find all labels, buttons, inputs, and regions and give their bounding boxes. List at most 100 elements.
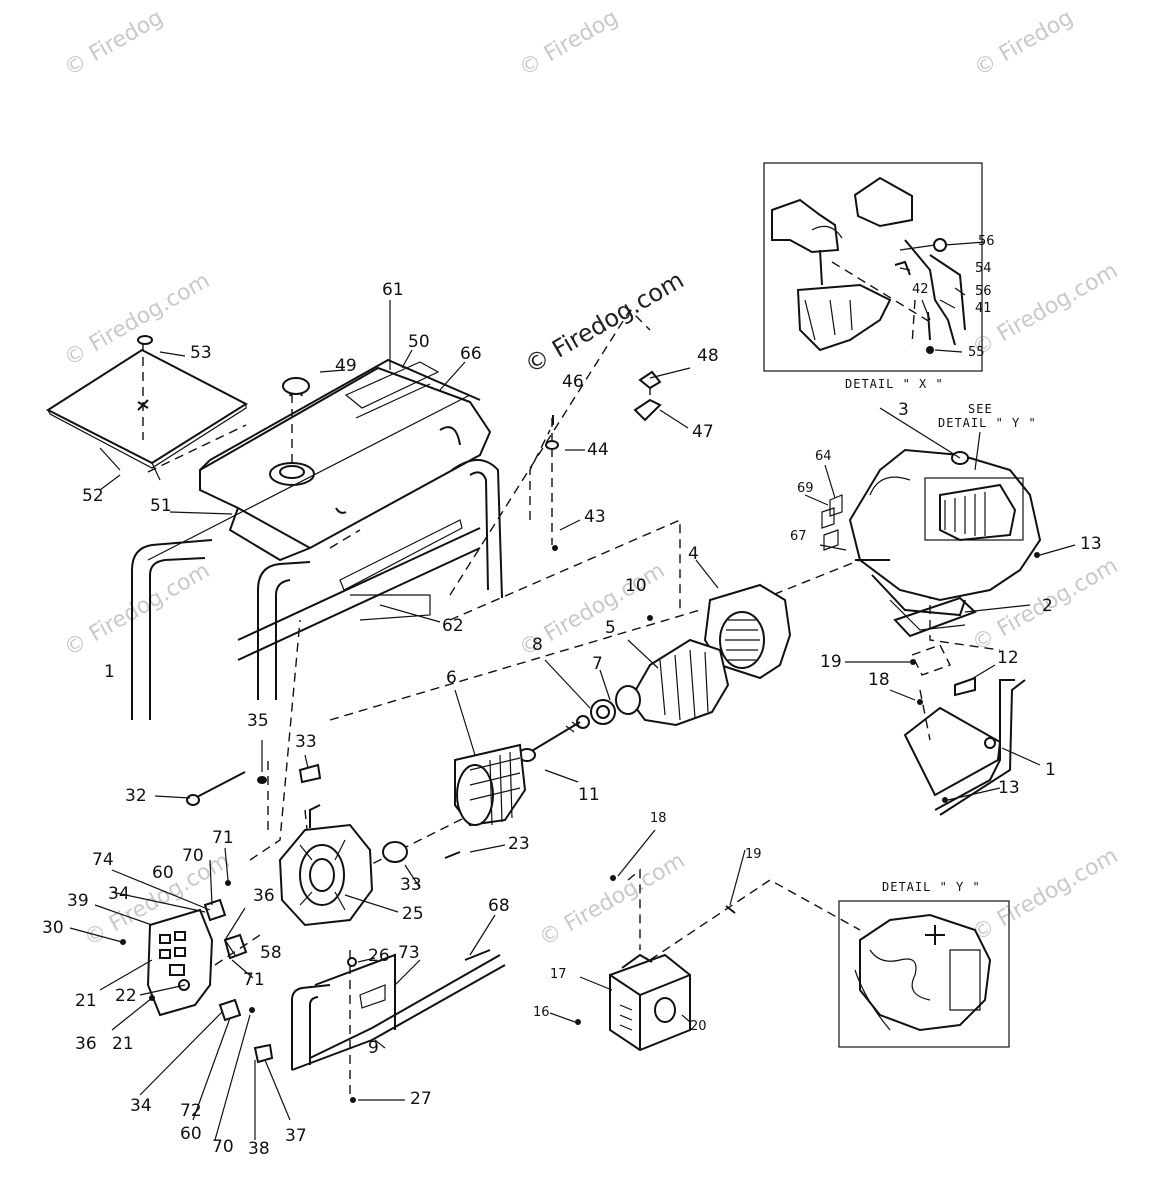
part-label: 55 — [968, 345, 985, 360]
part-label: 62 — [442, 616, 464, 636]
part-label: 67 — [790, 529, 807, 544]
part-label: 71 — [212, 828, 234, 848]
part-label: 64 — [815, 449, 832, 464]
part-label: 33 — [400, 875, 422, 895]
part-label: 60 — [180, 1124, 202, 1144]
part-label: 1 — [104, 662, 115, 682]
rotor-assembly — [576, 638, 730, 729]
part-label: 51 — [150, 496, 172, 516]
part-label: 49 — [335, 356, 357, 376]
detail-x-box — [763, 162, 986, 372]
main-frame — [131, 394, 503, 720]
part-label: 36 — [253, 886, 275, 906]
part-label: 43 — [584, 507, 606, 527]
part-label: 1 — [1045, 760, 1056, 780]
see-detail-y-line1: SEE — [968, 402, 993, 416]
detail-y-title: DETAIL " Y " — [882, 880, 981, 894]
part-label: 2 — [1042, 596, 1053, 616]
part-label: 35 — [247, 711, 269, 731]
fuel-tank — [199, 358, 492, 562]
part-label: 34 — [130, 1096, 152, 1116]
part-label: 41 — [975, 301, 992, 316]
stator-assembly — [703, 583, 792, 680]
part-label: 61 — [382, 280, 404, 300]
part-label: 26 — [368, 946, 390, 966]
dashed-leaders — [249, 308, 1001, 1100]
part-label: 13 — [1080, 534, 1102, 554]
part-label: 53 — [190, 343, 212, 363]
part-label: 32 — [125, 786, 147, 806]
part-label: 50 — [408, 332, 430, 352]
part-label: 70 — [212, 1137, 234, 1157]
part-label: 34 — [108, 884, 130, 904]
part-label: 56 — [978, 234, 995, 249]
part-label: 74 — [92, 850, 114, 870]
hardware-dots — [545, 370, 1040, 803]
part-label: 23 — [508, 834, 530, 854]
part-label: 6 — [446, 668, 457, 688]
part-label: 19 — [820, 652, 842, 672]
part-label: 12 — [997, 648, 1019, 668]
detail-y-box — [838, 900, 1010, 1048]
long-bolt — [186, 771, 246, 806]
part-label: 9 — [368, 1038, 379, 1058]
part-label: 25 — [402, 904, 424, 924]
rear-leg-bracket — [903, 676, 1026, 816]
part-label: 20 — [690, 1019, 707, 1034]
detail-x-title: DETAIL " X " — [845, 377, 944, 391]
part-label: 22 — [115, 986, 137, 1006]
part-label: 21 — [75, 991, 97, 1011]
part-label: 47 — [692, 422, 714, 442]
part-label: 48 — [697, 346, 719, 366]
see-detail-y-line2: DETAIL " Y " — [938, 416, 1037, 430]
part-label: 19 — [745, 847, 762, 862]
part-label: 52 — [82, 486, 104, 506]
part-label: 38 — [248, 1139, 270, 1159]
part-label: 72 — [180, 1101, 202, 1121]
part-label: 5 — [605, 618, 616, 638]
part-label: 16 — [533, 1005, 550, 1020]
control-panel — [120, 908, 261, 1017]
part-label: 27 — [410, 1089, 432, 1109]
brush-cover — [454, 743, 527, 827]
part-label: 3 — [898, 400, 909, 420]
part-label: 69 — [797, 481, 814, 496]
part-label: 66 — [460, 344, 482, 364]
part-label: 17 — [550, 967, 567, 982]
part-label: 56 — [975, 284, 992, 299]
through-bolt — [518, 721, 581, 762]
part-label: 46 — [562, 372, 584, 392]
part-label: 44 — [587, 440, 609, 460]
part-label: 39 — [67, 891, 89, 911]
part-label: 10 — [625, 576, 647, 596]
part-label: 58 — [260, 943, 282, 963]
small-parts-mid — [257, 763, 461, 859]
part-label: 37 — [285, 1126, 307, 1146]
part-label: 73 — [398, 943, 420, 963]
part-label: 21 — [112, 1034, 134, 1054]
front-frame — [291, 949, 506, 1103]
part-label: 33 — [295, 732, 317, 752]
engine-bracket — [893, 596, 977, 676]
part-label: 68 — [488, 896, 510, 916]
part-label: 7 — [592, 654, 603, 674]
part-label: 4 — [688, 544, 699, 564]
rear-bearing-carrier — [278, 804, 408, 927]
part-label: 42 — [912, 282, 929, 297]
part-label: 60 — [152, 863, 174, 883]
leader-lines — [69, 244, 1076, 1141]
part-label: 36 — [75, 1034, 97, 1054]
part-label: 11 — [578, 785, 600, 805]
part-label: 18 — [650, 811, 667, 826]
muffler — [575, 875, 736, 1052]
part-label: 8 — [532, 635, 543, 655]
part-label: 13 — [998, 778, 1020, 798]
part-label: 70 — [182, 846, 204, 866]
part-label: 30 — [42, 918, 64, 938]
receptacles — [203, 880, 274, 1064]
part-label: 18 — [868, 670, 890, 690]
part-label: 71 — [243, 970, 265, 990]
engine — [848, 448, 1042, 631]
